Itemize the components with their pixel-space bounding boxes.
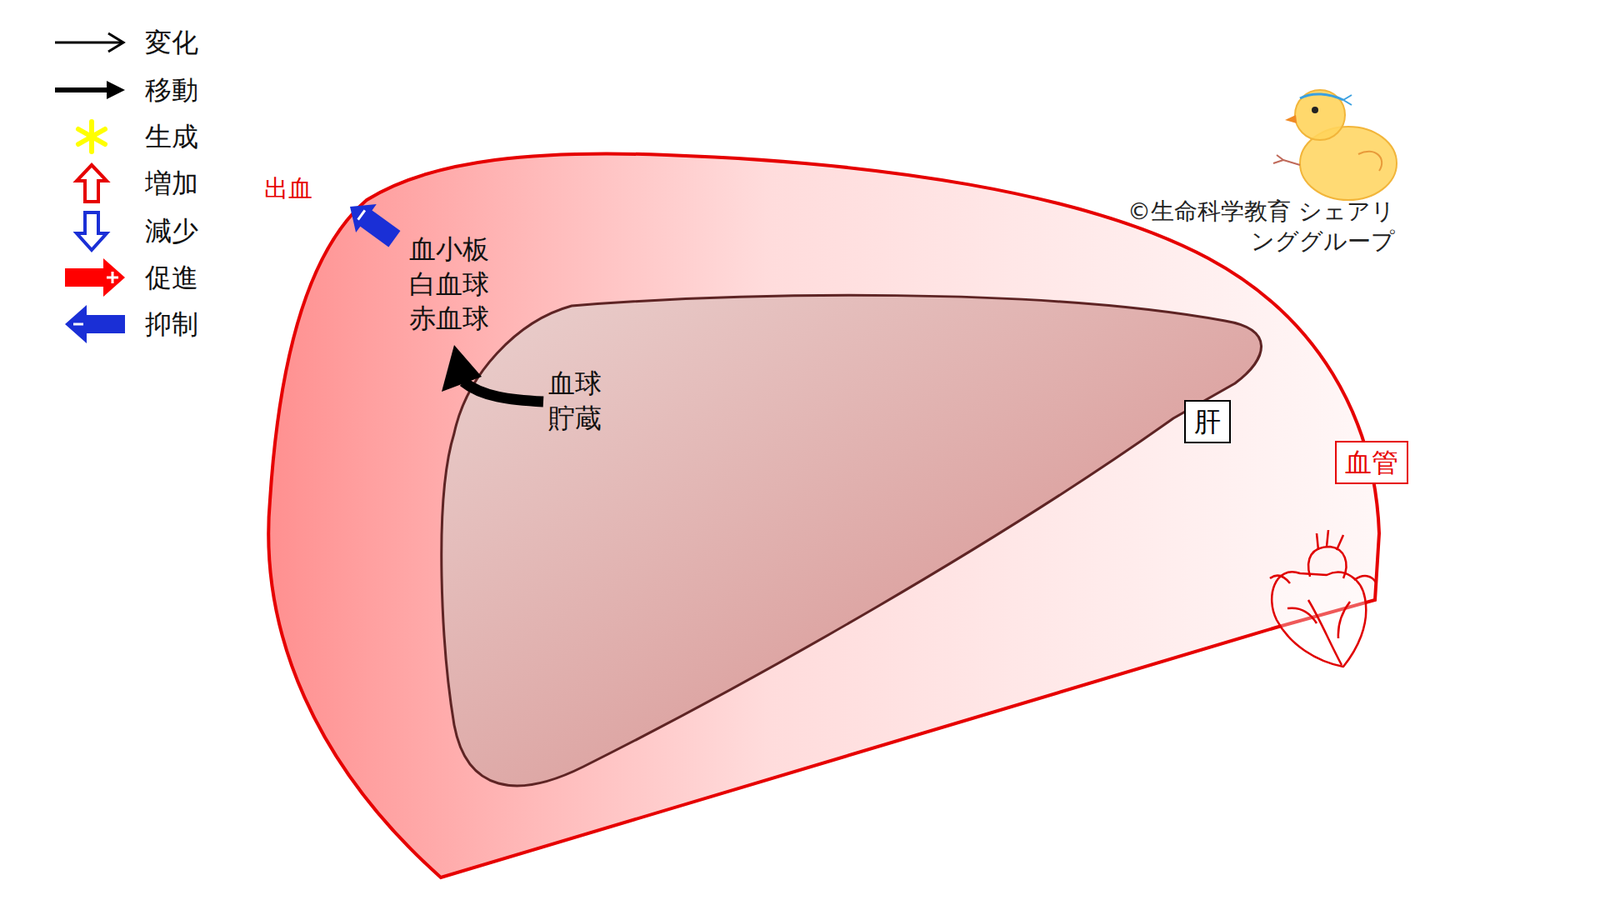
storage-label: 血球 貯蔵 [543,366,608,436]
legend-text: 増加 [145,167,199,200]
legend-text: 移動 [145,74,199,106]
move-arrow-symbol [55,80,125,100]
liver-organ-shape [441,295,1262,786]
bleeding-inhibit-arrow [340,192,405,254]
promote-arrow-symbol [65,258,125,297]
increase-arrow-symbol [76,165,107,202]
bleeding-label: 出血 [260,173,317,205]
release-move-arrow [441,345,544,402]
liver-organ: 肝 [433,283,1284,809]
blood-vessel-region-shape [268,153,1380,878]
heart-illustration [1270,530,1377,667]
legend-text: 減少 [145,215,199,247]
liver-organ-outline [433,283,1284,809]
copyright-watermark: ©生命科学教育 シェアリンググループ [1120,196,1395,258]
inhibit-arrow-symbol [65,305,125,344]
generate-asterisk-symbol [78,121,105,152]
legend-text: 促進 [145,261,199,294]
decrease-arrow-symbol [76,212,107,250]
blood-cell-list: 血小板 白血球 赤血球 [405,232,494,337]
legend-text: 変化 [145,26,199,59]
legend-text: 抑制 [145,308,199,340]
change-arrow-symbol [55,33,124,52]
legend-text: 生成 [145,120,199,153]
chick-illustration [1273,90,1397,200]
organ-label-box: 肝 [1184,400,1231,444]
vessel-label-box: 血管 [1335,440,1409,485]
